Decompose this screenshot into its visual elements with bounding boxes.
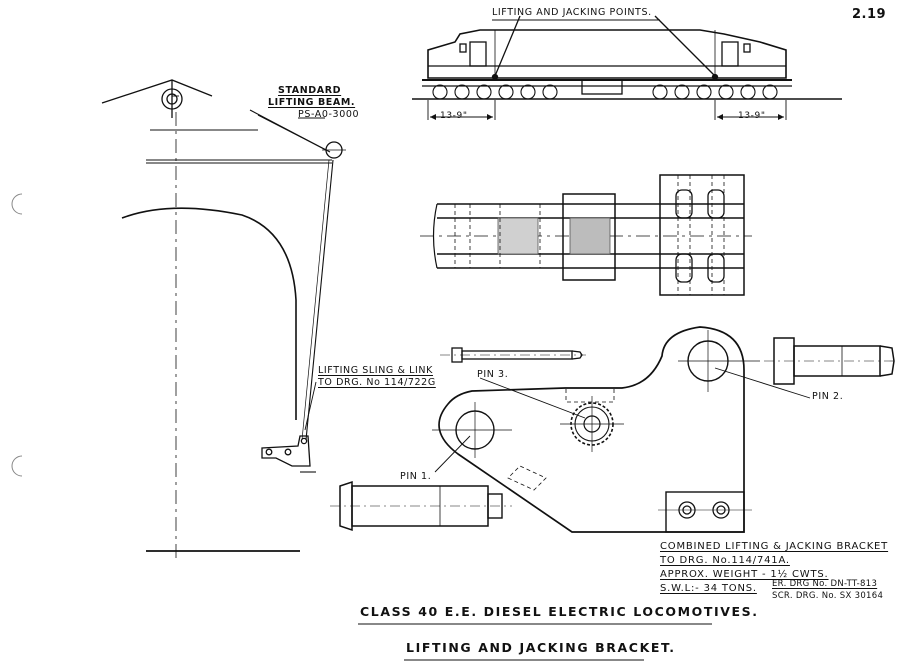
notes-underlines	[358, 19, 712, 661]
scr-drawing-ref: SCR. DRG. No. SX 30164	[772, 591, 884, 601]
label-leaders	[298, 117, 811, 473]
sling-label-line1: LIFTING SLING & LINK	[318, 365, 433, 376]
pin-2-drawing	[764, 337, 898, 385]
notes-line4: S.W.L:- 34 TONS.	[660, 583, 757, 594]
pin-3-label: PIN 3.	[477, 369, 509, 380]
pin-1-drawing	[330, 480, 512, 532]
er-drawing-ref: ER. DRG No. DN-TT-813	[772, 579, 878, 589]
pin-1-label: PIN 1.	[400, 471, 432, 482]
sling-label-line2: TO DRG. No 114/722G	[318, 377, 436, 388]
dimension-right: 13-9"	[738, 111, 766, 121]
lifting-points-label: LIFTING AND JACKING POINTS.	[492, 7, 652, 18]
notes-line1: COMBINED LIFTING & JACKING BRACKET	[660, 541, 889, 552]
beam-title-line2: LIFTING BEAM.	[268, 97, 356, 108]
locomotive-elevation	[412, 15, 842, 120]
punch-holes	[11, 193, 23, 477]
drawing-title-line2: LIFTING AND JACKING BRACKET.	[406, 640, 676, 655]
beam-title-line1: STANDARD	[278, 85, 342, 96]
notes-line2: TO DRG. No.114/741A.	[660, 555, 790, 566]
lifting-beam-diagram	[101, 79, 346, 562]
notes-line3: APPROX. WEIGHT - 1½ CWTS.	[660, 569, 829, 580]
bracket-elevation	[432, 326, 760, 533]
bracket-plan-view	[420, 174, 752, 296]
page-number: 2.19	[852, 7, 887, 22]
pin-2-label: PIN 2.	[812, 391, 844, 402]
dimension-left: 13-9"	[440, 111, 468, 121]
pin-3-drawing	[440, 347, 586, 363]
drawing-title-line1: CLASS 40 E.E. DIESEL ELECTRIC LOCOMOTIVE…	[360, 604, 759, 619]
beam-drawing-ref: PS-A0-3000	[298, 109, 360, 120]
